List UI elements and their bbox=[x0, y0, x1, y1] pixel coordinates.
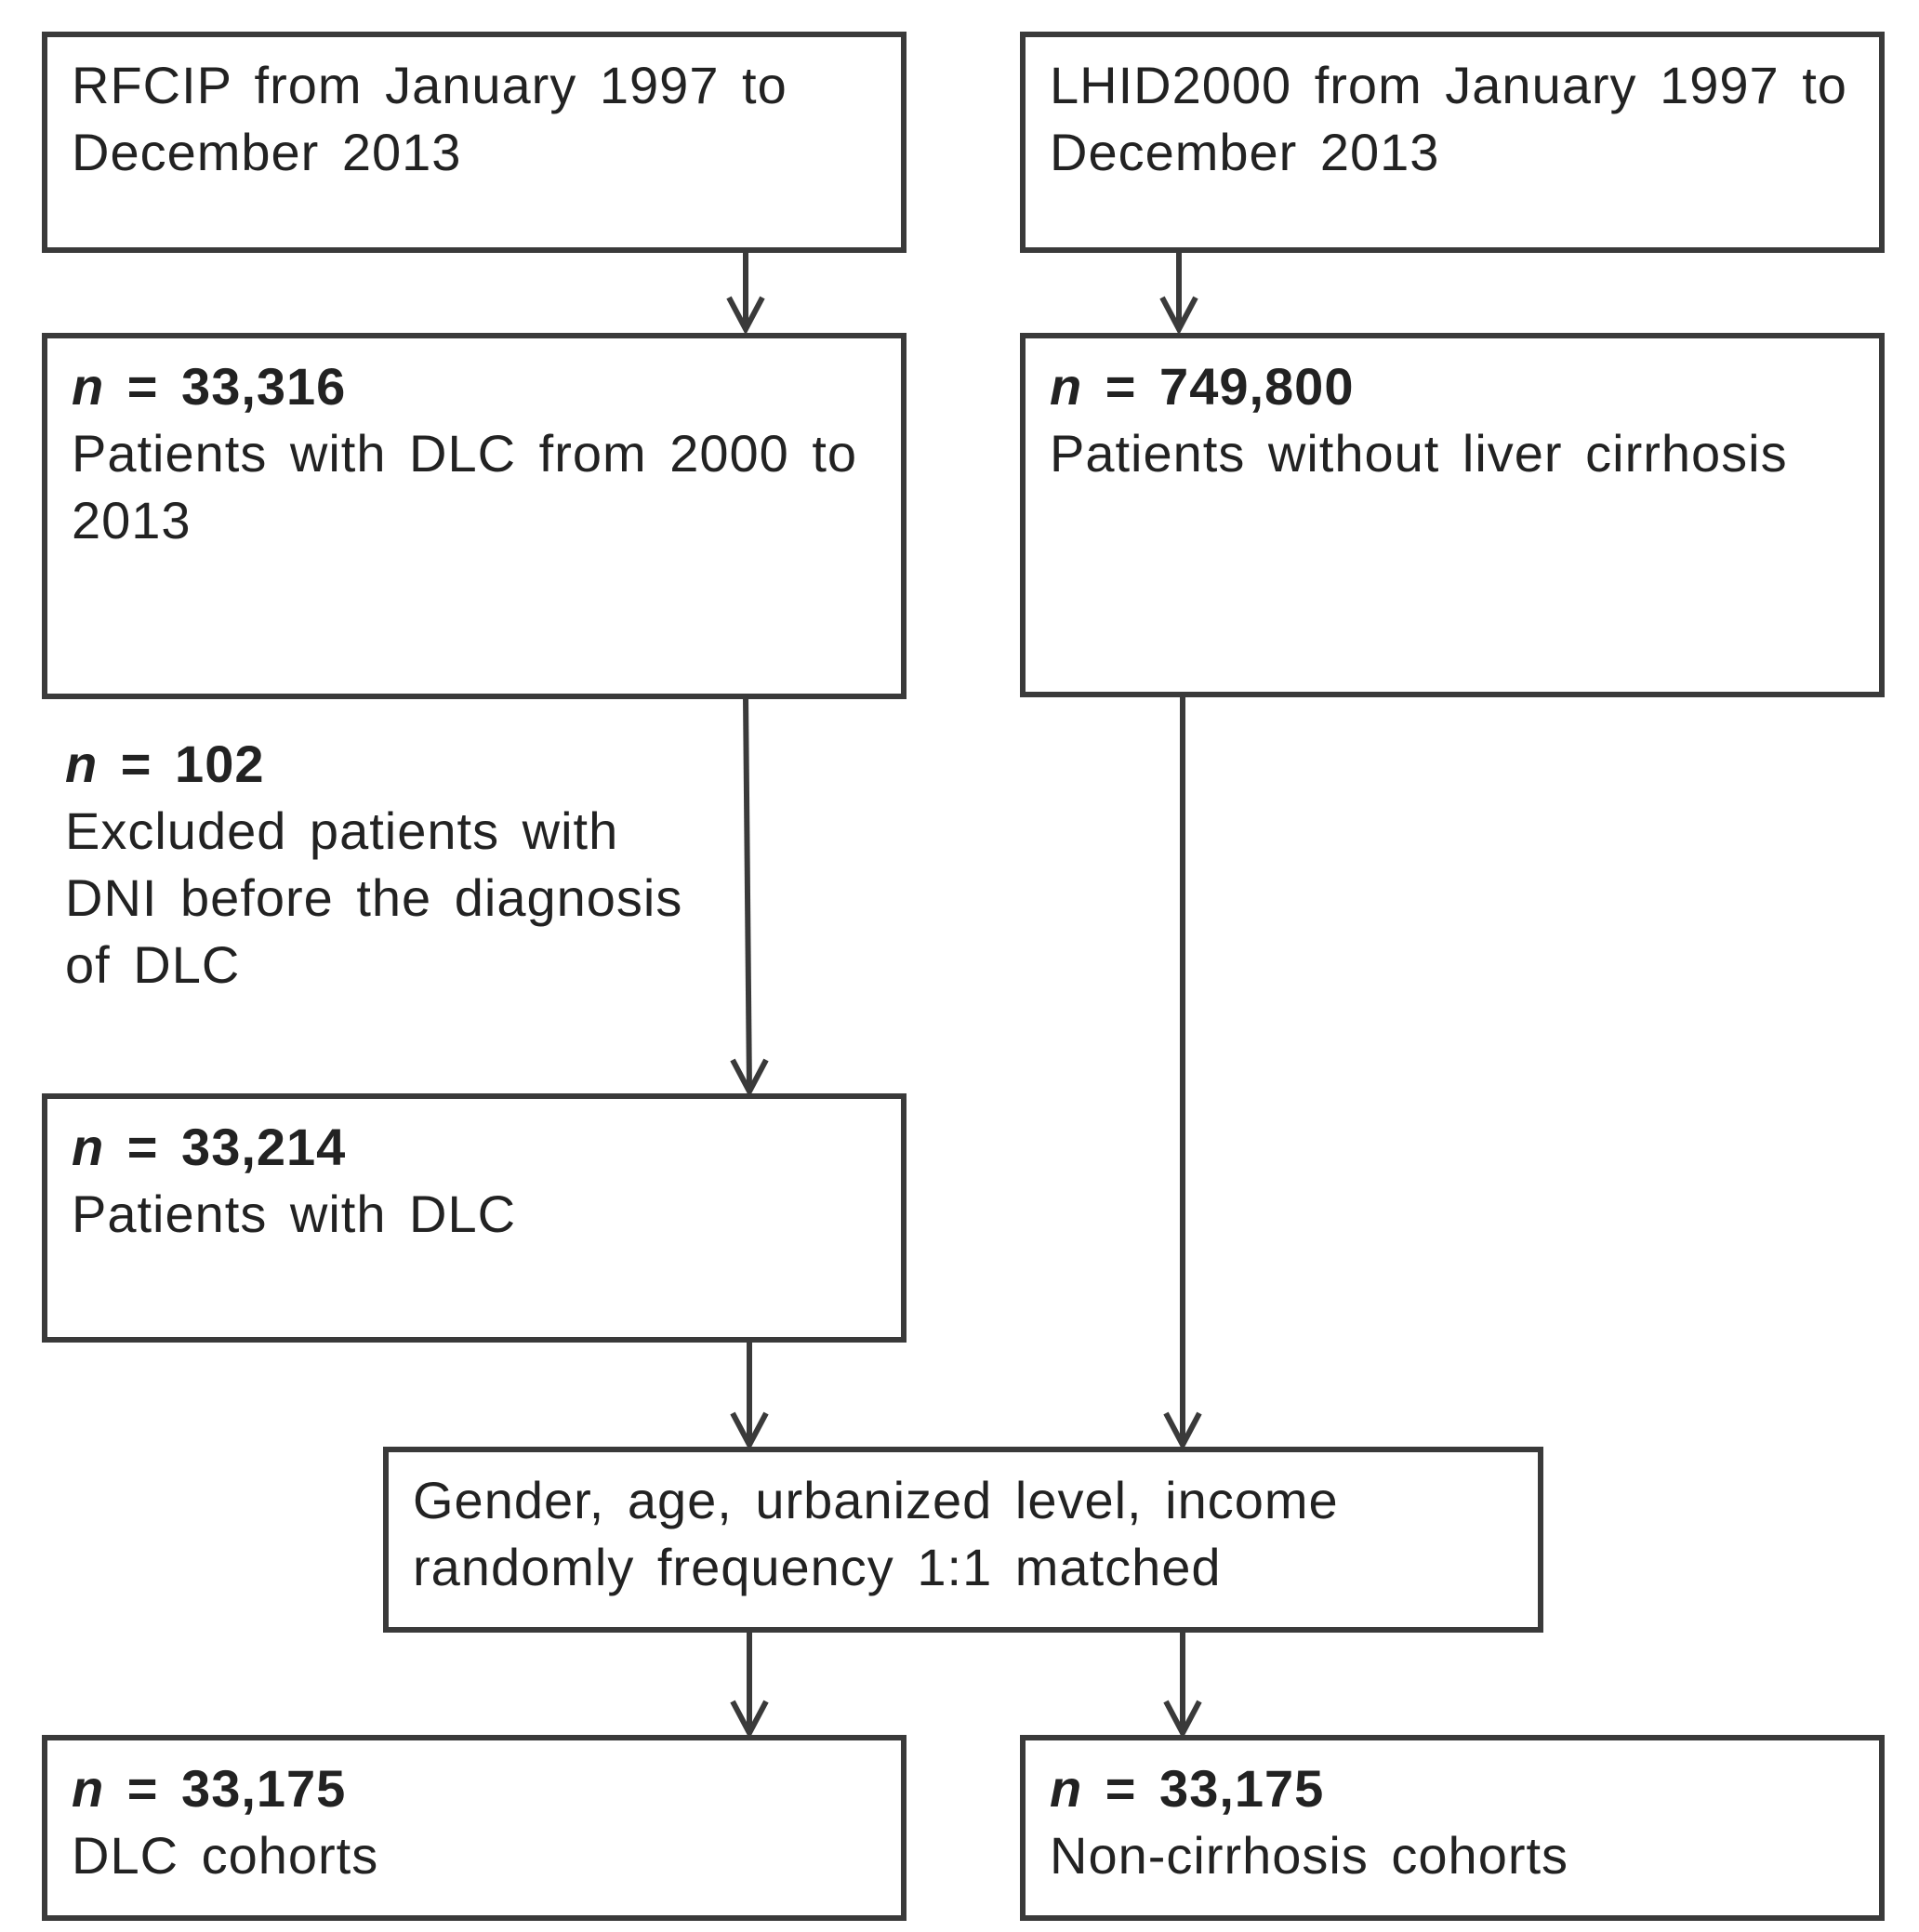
box-text: DLC cohorts bbox=[72, 1826, 379, 1885]
count-value: = 33,175 bbox=[126, 1759, 347, 1818]
box-dlc-initial: n = 33,316 Patients with DLC from 2000 t… bbox=[42, 333, 907, 699]
box-text: RFCIP from January 1997 to December 2013 bbox=[72, 56, 787, 181]
n-symbol: n bbox=[72, 1759, 105, 1818]
box-non-cirrhosis-cohort: n = 33,175 Non-cirrhosis cohorts bbox=[1020, 1735, 1885, 1921]
arrowhead-no-cirrhosis-to-matching bbox=[1163, 1411, 1202, 1451]
box-text: Patients with DLC from 2000 to 2013 bbox=[72, 424, 858, 549]
arrowhead-rfcip-to-dlc bbox=[726, 296, 765, 336]
box-text: Patients with DLC bbox=[72, 1184, 517, 1243]
box-no-cirrhosis: n = 749,800 Patients without liver cirrh… bbox=[1020, 333, 1885, 697]
box-dlc-cohort: n = 33,175 DLC cohorts bbox=[42, 1735, 907, 1921]
box-source-rfcip: RFCIP from January 1997 to December 2013 bbox=[42, 32, 907, 253]
n-symbol: n bbox=[72, 1118, 105, 1176]
exclusion-note: n = 102 Excluded patients with DNI befor… bbox=[65, 731, 697, 999]
box-text: LHID2000 from January 1997 to December 2… bbox=[1050, 56, 1847, 181]
arrow-dlc-to-dlc-after-exclusion bbox=[743, 695, 752, 1092]
arrowhead-dlc-to-dlc-after-exclusion bbox=[730, 1058, 769, 1098]
patient-count: n = 33,175 bbox=[1050, 1755, 1855, 1822]
box-dlc-after-exclusion: n = 33,214 Patients with DLC bbox=[42, 1093, 907, 1343]
patient-count: n = 33,316 bbox=[72, 353, 877, 420]
count-value: = 102 bbox=[120, 734, 265, 793]
n-symbol: n bbox=[72, 357, 105, 416]
n-symbol: n bbox=[1050, 1759, 1083, 1818]
box-source-lhid2000: LHID2000 from January 1997 to December 2… bbox=[1020, 32, 1885, 253]
box-text: Non-cirrhosis cohorts bbox=[1050, 1826, 1569, 1885]
count-value: = 33,214 bbox=[126, 1118, 347, 1176]
arrowhead-matching-to-dlc-cohort bbox=[730, 1700, 769, 1740]
count-value: = 33,316 bbox=[126, 357, 347, 416]
count-value: = 749,800 bbox=[1105, 357, 1355, 416]
count-value: = 33,175 bbox=[1105, 1759, 1325, 1818]
box-matching: Gender, age, urbanized level, income ran… bbox=[383, 1447, 1543, 1633]
arrowhead-matching-to-non-cirrhosis-cohort bbox=[1163, 1700, 1202, 1740]
matching-criteria-text: Gender, age, urbanized level, income ran… bbox=[413, 1471, 1339, 1596]
patient-count: n = 749,800 bbox=[1050, 353, 1855, 420]
patient-count: n = 33,175 bbox=[72, 1755, 877, 1822]
arrowhead-lhid-to-no-cirrhosis bbox=[1159, 296, 1198, 336]
n-symbol: n bbox=[1050, 357, 1083, 416]
patient-count: n = 33,214 bbox=[72, 1114, 877, 1181]
exclusion-text: Excluded patients with DNI before the di… bbox=[65, 801, 683, 994]
arrowhead-dlc-after-exclusion-to-matching bbox=[730, 1411, 769, 1451]
box-text: Patients without liver cirrhosis bbox=[1050, 424, 1788, 483]
n-symbol: n bbox=[65, 734, 99, 793]
excluded-count: n = 102 bbox=[65, 731, 697, 798]
